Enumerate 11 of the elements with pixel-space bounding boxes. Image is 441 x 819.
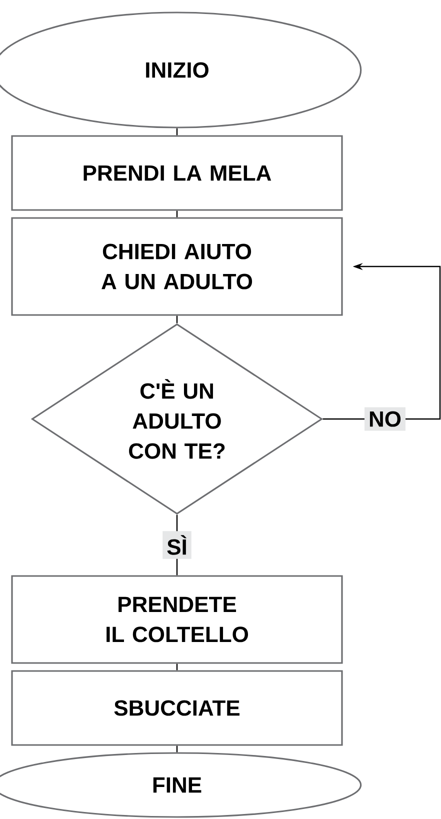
edge-label: SÌ (162, 531, 192, 559)
edge-label: NO (364, 407, 406, 431)
connector (176, 128, 178, 136)
connector (176, 746, 178, 752)
process-box: SBUCCIATE (11, 670, 343, 746)
connector (176, 210, 178, 218)
connector (176, 316, 178, 324)
process-box: PRENDI LA MELA (11, 135, 343, 211)
process-box: PRENDETE IL COLTELLO (11, 575, 343, 664)
connector (176, 664, 178, 670)
process-box: CHIEDI AIUTO A UN ADULTO (11, 217, 343, 316)
